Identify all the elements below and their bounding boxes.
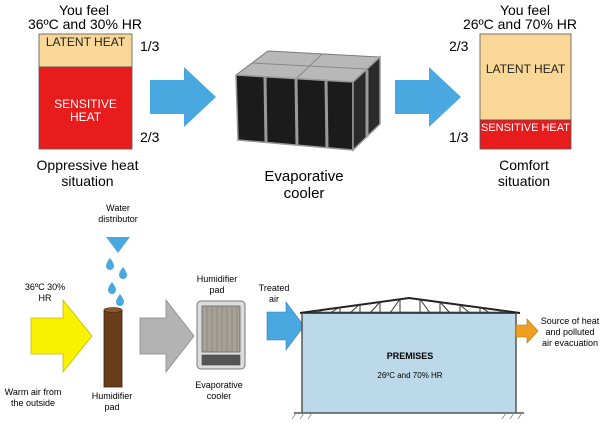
right-sensitive-block: [479, 119, 572, 150]
cooled-air-arrow: [139, 298, 195, 374]
left-sensitive-label: SENSITIVE HEAT: [54, 97, 117, 124]
top-arrow-left: [150, 67, 216, 127]
warm-air-arrow: [30, 298, 93, 374]
premises-building: [291, 296, 524, 420]
right-condition-text: 26ºC and 70% HR: [462, 16, 578, 32]
left-latent-block: [38, 33, 133, 68]
top-arrow-right: [395, 67, 461, 127]
left-latent-label: LATENT HEAT: [45, 35, 126, 49]
evaporative-cooler-cube: [234, 50, 382, 152]
premises-condition: 26ºC and 70% HR: [377, 371, 443, 380]
warm-air-label: Warm air from the outside: [4, 387, 62, 408]
premises-title: PREMISES: [386, 351, 434, 361]
left-fraction-bottom: 2/3: [140, 129, 160, 145]
water-distributor-label: Water distributor: [98, 203, 138, 224]
right-caption: Comfort situation: [497, 157, 551, 189]
water-drops: [106, 258, 127, 306]
right-sensitive-label: SENSITIVE HEAT: [480, 122, 571, 134]
humidifier-pad-column: [103, 309, 123, 388]
left-fraction-top: 1/3: [140, 38, 160, 54]
treated-air-arrow: [266, 301, 305, 351]
right-feel-text: You feel: [499, 2, 551, 18]
evaporative-cooler-unit: [196, 300, 246, 370]
left-caption: Oppressive heat situation: [36, 157, 139, 189]
water-distributor-icon: [106, 237, 130, 253]
right-latent-label: LATENT HEAT: [485, 62, 566, 76]
outside-condition-label: 36ºC 30% HR: [24, 282, 66, 303]
right-fraction-top: 2/3: [449, 38, 469, 54]
left-condition-text: 36ºC and 30% HR: [27, 16, 143, 32]
exhaust-arrow: [515, 318, 539, 344]
humidifier-pad-top-label: Humidifier pad: [196, 274, 238, 295]
right-fraction-bottom: 1/3: [449, 129, 469, 145]
center-caption: Evaporative cooler: [264, 168, 344, 202]
right-latent-block: [479, 33, 572, 121]
left-sensitive-block: [38, 66, 133, 150]
left-feel-text: You feel: [58, 2, 110, 18]
source-label: Source of heat and polluted air evacuati…: [540, 316, 600, 348]
treated-air-label: Treated air: [258, 283, 290, 304]
humidifier-pad-bottom-label: Humidifier pad: [91, 391, 133, 412]
evaporative-cooler-label: Evaporative cooler: [195, 380, 243, 401]
